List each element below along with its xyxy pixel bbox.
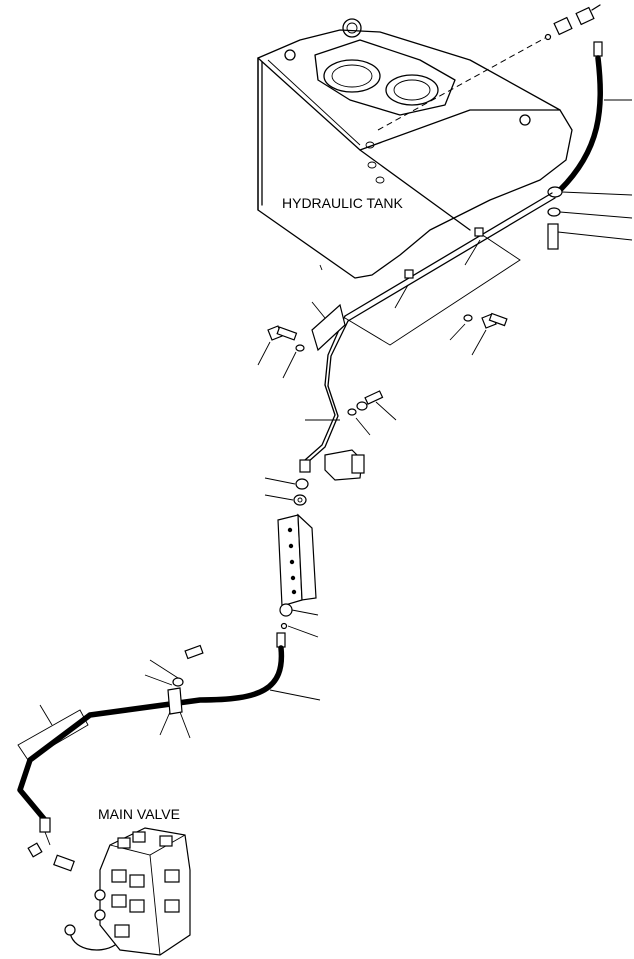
hydraulic-tank: [257, 18, 573, 279]
upper-hose: [557, 41, 632, 193]
tank-port-fittings: [544, 4, 601, 41]
bolt-clamp-lower: [144, 644, 204, 739]
rigid-tube-middle: [299, 384, 365, 481]
rigid-tube-upper: [311, 192, 556, 387]
main-valve-label: MAIN VALVE: [98, 806, 180, 822]
bolt-washer-set-3: [305, 390, 397, 436]
clamp-right: [547, 186, 633, 250]
bolt-washer-set-2: [449, 312, 508, 356]
main-valve-fittings: [27, 817, 75, 872]
assembly-leader-tank: [377, 37, 546, 131]
bolt-washer-set-1: [257, 325, 305, 379]
hydraulic-tank-label: HYDRAULIC TANK: [282, 195, 403, 211]
main-valve: [64, 827, 191, 956]
lower-hose: [17, 632, 321, 823]
nut-washer-block: [264, 477, 309, 506]
manifold-block: [277, 513, 319, 638]
